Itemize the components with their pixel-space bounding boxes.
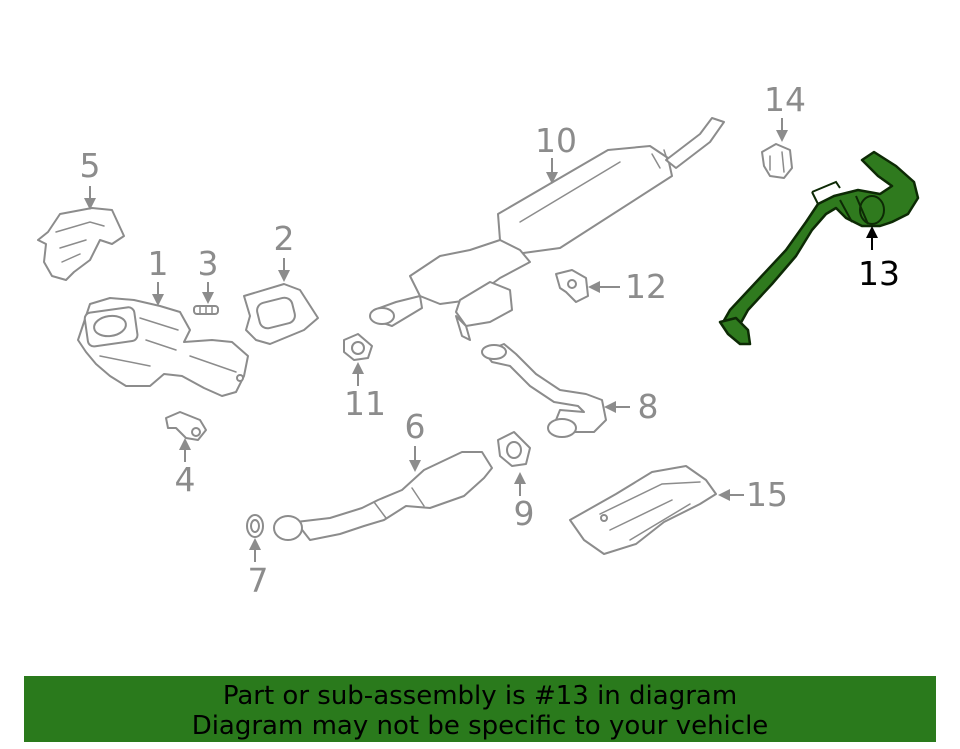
- exhaust-parts-diagram: 5 1 3 2 4: [37, 80, 920, 600]
- part-14-hanger[interactable]: [761, 143, 793, 179]
- banner-line-1: Part or sub-assembly is #13 in diagram: [222, 681, 738, 711]
- callout-14-label: 14: [764, 80, 806, 119]
- callout-14: 14: [764, 80, 806, 142]
- callout-6: 6: [405, 407, 426, 472]
- callout-8-label: 8: [638, 387, 659, 426]
- callout-5-label: 5: [80, 146, 101, 185]
- callout-12: 12: [588, 267, 667, 306]
- callout-2: 2: [274, 219, 295, 282]
- banner-line-2: Diagram may not be specific to your vehi…: [191, 711, 769, 741]
- part-1-exhaust-manifold[interactable]: [77, 297, 249, 397]
- part-11-gasket[interactable]: [343, 333, 373, 361]
- callout-8: 8: [604, 387, 659, 426]
- callout-2-label: 2: [274, 219, 295, 258]
- callout-6-label: 6: [405, 407, 426, 446]
- part-7-gasket-ring[interactable]: [246, 514, 264, 538]
- part-5-heat-shield[interactable]: [37, 207, 125, 281]
- callout-4: 4: [175, 438, 196, 499]
- part-15-heat-shield[interactable]: [569, 465, 717, 555]
- callout-13-label: 13: [858, 254, 900, 293]
- callout-1: 1: [148, 244, 169, 306]
- callout-3-label: 3: [198, 244, 219, 283]
- callout-15: 15: [718, 475, 788, 514]
- callout-7: 7: [248, 538, 269, 600]
- callout-11-label: 11: [344, 384, 386, 423]
- part-8-front-pipe[interactable]: [481, 343, 607, 438]
- part-4-bracket[interactable]: [165, 411, 207, 441]
- callout-5: 5: [80, 146, 101, 210]
- callout-11: 11: [344, 362, 386, 423]
- callout-10: 10: [535, 121, 577, 184]
- callout-3: 3: [198, 244, 219, 304]
- callout-10-label: 10: [535, 121, 577, 160]
- callout-7-label: 7: [248, 561, 269, 600]
- notice-banner: Part or sub-assembly is #13 in diagram D…: [24, 676, 936, 742]
- part-10-muffler[interactable]: [369, 117, 725, 341]
- part-6-catalytic-pipe[interactable]: [273, 451, 493, 541]
- part-12-hanger[interactable]: [555, 269, 589, 303]
- part-2-gasket[interactable]: [243, 283, 319, 345]
- part-13-tail-pipe[interactable]: [718, 150, 920, 346]
- callout-12-label: 12: [625, 267, 667, 306]
- callout-4-label: 4: [175, 460, 196, 499]
- part-9-gasket[interactable]: [497, 431, 531, 467]
- callout-9-label: 9: [514, 494, 535, 533]
- callout-9: 9: [514, 472, 535, 533]
- part-3-stud[interactable]: [193, 305, 219, 315]
- callout-15-label: 15: [746, 475, 788, 514]
- callout-1-label: 1: [148, 244, 169, 283]
- callout-13: 13: [858, 226, 900, 293]
